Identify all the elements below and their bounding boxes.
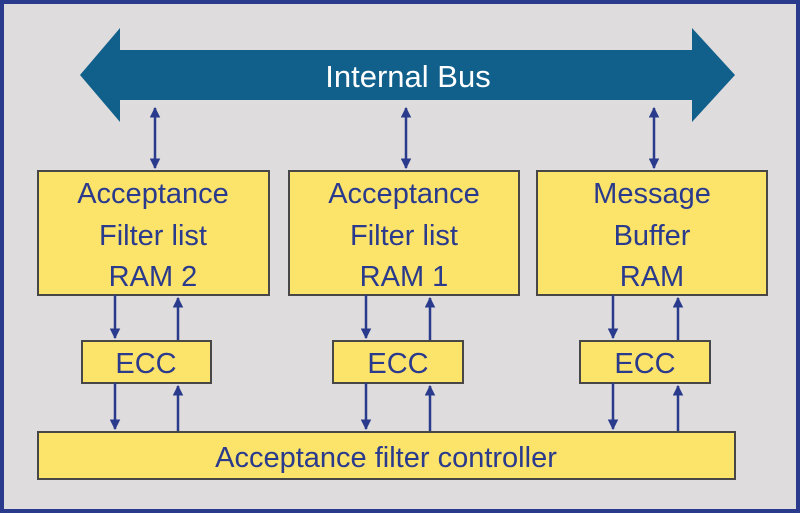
ecc-block-ram2: ECC	[81, 340, 212, 384]
block-msgbuf-line-3: RAM	[620, 261, 684, 293]
ecc-block-ram1: ECC	[332, 340, 464, 384]
ecc-label-ram1: ECC	[367, 348, 428, 380]
block-acceptance-filter-ram1: Acceptance Filter list RAM 1	[288, 170, 520, 296]
controller-label: Acceptance filter controller	[215, 442, 557, 474]
internal-bus-arrow	[80, 28, 735, 122]
block-msgbuf-line-1: Message	[593, 178, 711, 210]
block-acceptance-filter-ram2: Acceptance Filter list RAM 2	[37, 170, 270, 296]
block-ram2-line-2: Filter list	[99, 220, 207, 252]
ecc-block-msgbuf: ECC	[579, 340, 711, 384]
block-ram1-line-2: Filter list	[350, 220, 458, 252]
ecc-label-ram2: ECC	[115, 348, 176, 380]
block-ram2-line-3: RAM 2	[109, 261, 198, 293]
acceptance-filter-controller-block: Acceptance filter controller	[37, 431, 736, 480]
block-msgbuf-line-2: Buffer	[614, 220, 691, 252]
block-ram1-line-3: RAM 1	[360, 261, 449, 293]
block-message-buffer-ram: Message Buffer RAM	[536, 170, 768, 296]
internal-bus-label: Internal Bus	[325, 59, 490, 94]
block-ram1-line-1: Acceptance	[328, 178, 480, 210]
block-ram2-line-1: Acceptance	[77, 178, 229, 210]
ecc-label-msgbuf: ECC	[614, 348, 675, 380]
